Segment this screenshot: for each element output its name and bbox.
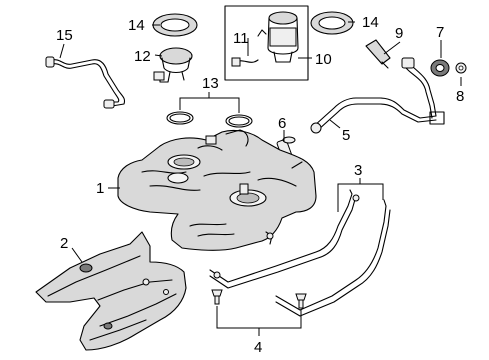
callout-3: 3 [354,162,362,179]
fuel-pump-module-part [224,5,309,81]
bolts-part [211,289,307,309]
callout-2: 2 [60,235,68,252]
cap-part [455,62,467,74]
filler-pipe-part [310,57,445,134]
gasket-pair-part [166,111,253,128]
callout-9: 9 [395,25,403,42]
callout-15: 15 [56,27,73,44]
lock-ring-right-part [310,11,354,35]
callout-13: 13 [202,75,219,92]
callout-11: 11 [233,30,249,47]
fuel-tank-part [117,129,317,251]
fuel-sender-part [153,47,193,83]
callout-4: 4 [254,339,262,356]
callout-6: 6 [278,115,286,132]
lock-ring-left-part [152,13,198,37]
check-valve-part [365,39,391,69]
leader-lines [59,21,462,336]
callout-14-right: 14 [362,14,379,31]
callout-1: 1 [96,180,104,197]
callout-10: 10 [315,51,332,68]
vent-hose-part [45,56,126,109]
heat-shield-part [35,231,187,351]
callout-12: 12 [134,48,151,65]
callout-8: 8 [456,88,464,105]
callout-7: 7 [436,24,444,41]
callout-5: 5 [342,127,350,144]
tank-straps-part [209,189,391,317]
callout-labels: 15 14 12 11 10 14 9 7 8 13 6 5 1 3 2 4 [56,14,464,356]
callout-14-left: 14 [128,17,145,34]
filler-seal-part [430,59,450,77]
